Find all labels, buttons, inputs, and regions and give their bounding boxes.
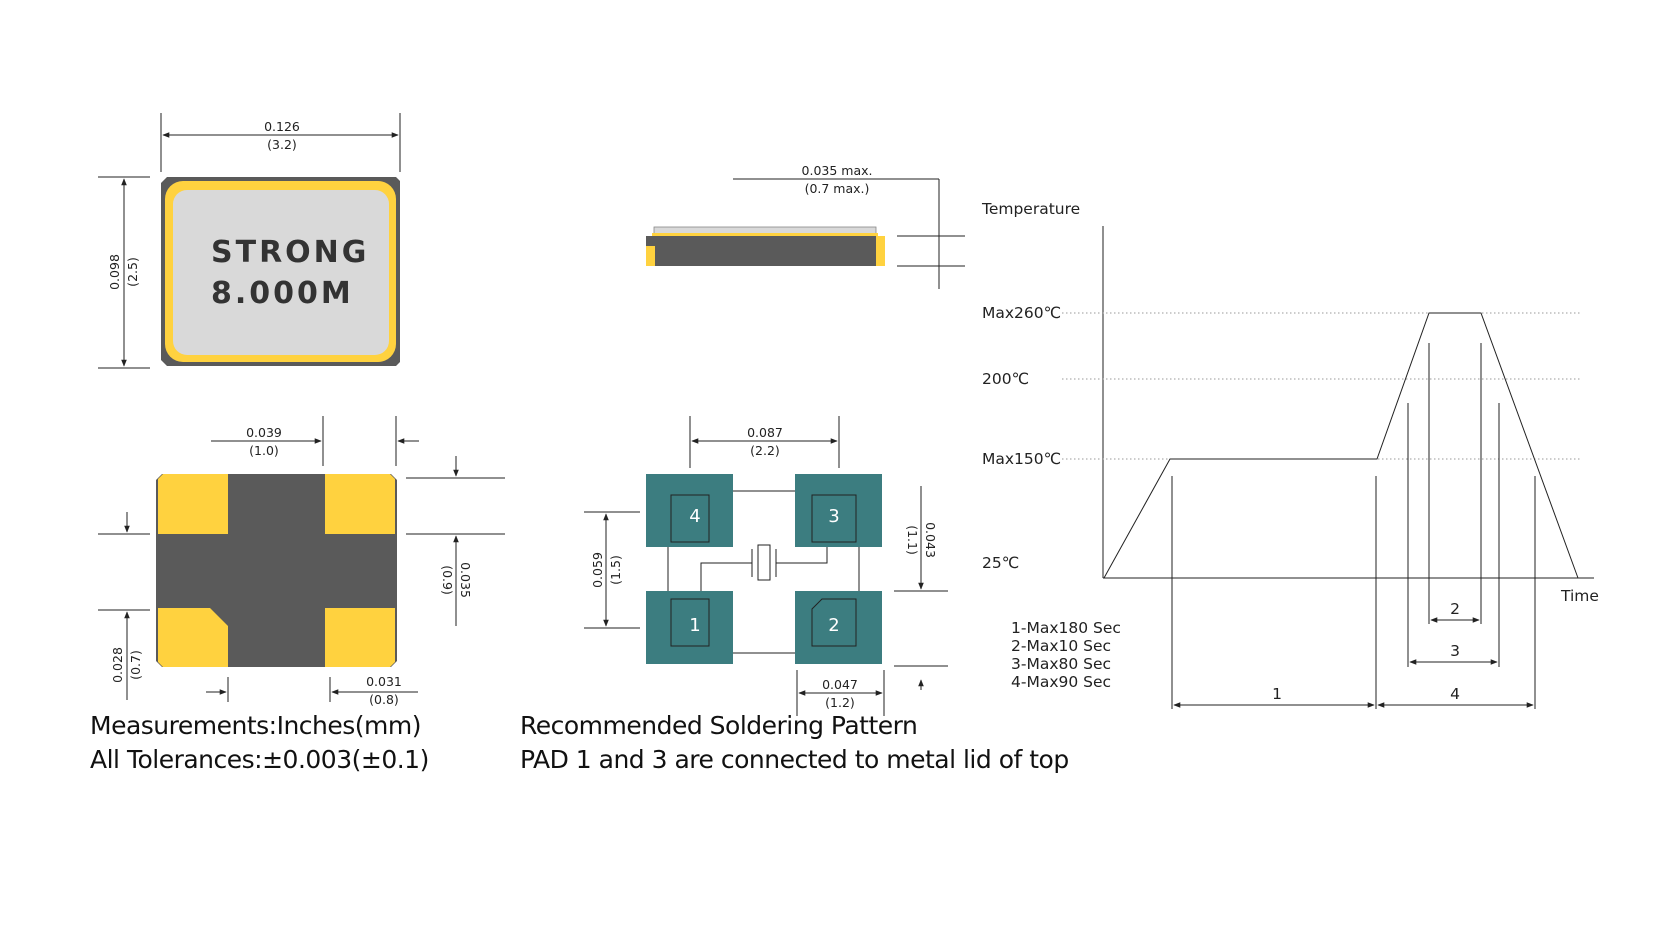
- dim-pitch-y-mm: (1.5): [608, 555, 623, 585]
- x-axis-label: Time: [1560, 587, 1599, 605]
- pad-label-2: 2: [828, 615, 839, 636]
- dim-pad-gap-mm: (0.9): [440, 565, 455, 595]
- dim-pad-width-right-in: 0.031: [366, 674, 402, 689]
- pad-outline-3: [811, 494, 857, 543]
- legend-item-1: 1-Max180 Sec: [1011, 619, 1121, 637]
- dim-land-height-in: 0.043: [923, 522, 938, 558]
- land-4: [646, 474, 733, 547]
- dim-land-width-in: 0.047: [822, 677, 858, 692]
- crystal-element: [757, 544, 771, 581]
- dim-pad-height-mm: (0.7): [128, 650, 143, 680]
- bottom-pad-tr: [325, 474, 395, 534]
- zone-label-4: 4: [1450, 685, 1460, 703]
- pad-outline-1: [670, 598, 710, 647]
- land-1: [646, 591, 733, 664]
- zone-label-3: 3: [1450, 642, 1460, 660]
- dim-pitch-x-in: 0.087: [747, 425, 783, 440]
- dim-land-width-mm: (1.2): [825, 695, 855, 710]
- legend-item-4: 4-Max90 Sec: [1011, 673, 1111, 691]
- level-label-150: Max150℃: [982, 450, 1061, 468]
- bottom-pad-bl: [158, 608, 228, 667]
- zone-label-1: 1: [1272, 685, 1282, 703]
- level-label-200: 200℃: [982, 370, 1029, 388]
- level-label-25: 25℃: [982, 554, 1019, 572]
- pad-label-1: 1: [689, 615, 700, 636]
- marking-line1: STRONG: [211, 235, 369, 270]
- side-view-body: [646, 236, 885, 266]
- bottom-pad-tl: [158, 474, 228, 534]
- y-axis-label: Temperature: [981, 200, 1080, 218]
- dim-pad-width-mm: (1.0): [249, 443, 279, 458]
- dim-thickness-mm: (0.7 max.): [805, 181, 870, 196]
- zone-label-2: 2: [1450, 600, 1460, 618]
- bottom-view: 0.039 (1.0) 0.035 (0.9) 0.028 (0.7) 0.03…: [98, 416, 505, 707]
- dim-top-height-in: 0.098: [107, 254, 122, 290]
- side-view-terminal-right: [876, 236, 885, 266]
- soldering-pattern: 4 3 1 2 0.087 (2.2) 0.059 (1.5) 0.043 (1…: [584, 416, 948, 716]
- dim-pad-width-in: 0.039: [246, 425, 282, 440]
- dim-pad-gap-in: 0.035: [458, 562, 473, 598]
- level-label-260: Max260℃: [982, 304, 1061, 322]
- dim-pad-width-right-mm: (0.8): [369, 692, 399, 707]
- legend-item-2: 2-Max10 Sec: [1011, 637, 1111, 655]
- crystal-wire: [700, 562, 752, 591]
- reflow-curve: [1103, 312, 1579, 579]
- pad-label-4: 4: [689, 506, 700, 527]
- dim-thickness-in: 0.035 max.: [802, 163, 873, 178]
- note-soldering-title: Recommended Soldering Pattern: [520, 711, 917, 740]
- bottom-pad-br: [325, 608, 395, 667]
- note-measurements: Measurements:Inches(mm): [90, 711, 421, 740]
- land-3: [795, 474, 882, 547]
- dim-pad-height-in: 0.028: [110, 647, 125, 683]
- dim-pitch-y-in: 0.059: [590, 552, 605, 588]
- land-2: [795, 591, 882, 664]
- pad-outline-2: [811, 598, 857, 647]
- dim-land-height-mm: (1.1): [905, 525, 920, 555]
- top-view-lid: [173, 190, 389, 355]
- legend-item-3: 3-Max80 Sec: [1011, 655, 1111, 673]
- pad-label-3: 3: [828, 506, 839, 527]
- side-view: 0.035 max. (0.7 max.): [646, 163, 965, 289]
- dim-top-width-mm: (3.2): [267, 137, 297, 152]
- crystal-wire: [776, 547, 828, 564]
- outline-rect: [667, 490, 860, 654]
- dim-top-height-mm: (2.5): [125, 257, 140, 287]
- dim-top-width-in: 0.126: [264, 119, 300, 134]
- note-soldering-pad: PAD 1 and 3 are connected to metal lid o…: [520, 745, 1069, 774]
- reflow-profile: Temperature Time Max260℃ 200℃ Max150℃ 25…: [981, 200, 1599, 709]
- side-view-lid: [653, 226, 877, 235]
- marking-line2: 8.000M: [211, 276, 354, 311]
- dim-pitch-x-mm: (2.2): [750, 443, 780, 458]
- pad-outline-4: [670, 494, 710, 543]
- side-view-terminal-left: [646, 246, 655, 266]
- note-tolerances: All Tolerances:±0.003(±0.1): [90, 745, 429, 774]
- top-view: STRONG 8.000M 0.126 (3.2) 0.098 (2.5): [98, 113, 401, 369]
- side-view-seal: [652, 233, 878, 236]
